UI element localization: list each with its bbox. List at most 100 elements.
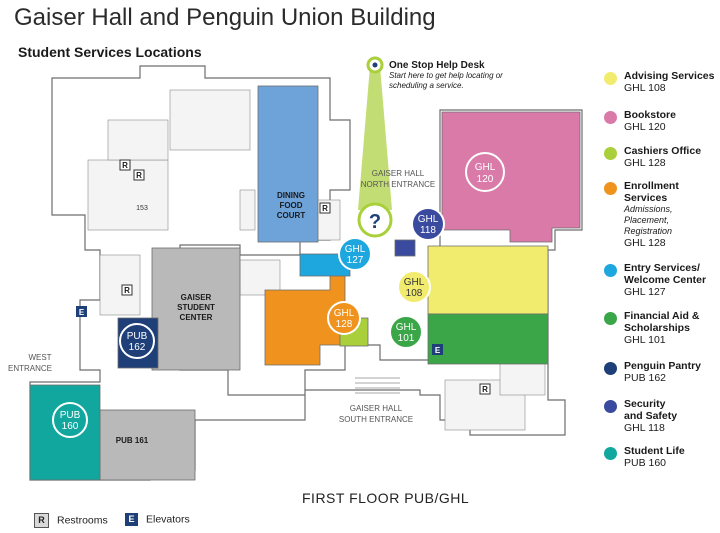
dining-food-court-area [257, 85, 319, 243]
svg-text:ENTRANCE: ENTRANCE [8, 364, 52, 373]
restroom-icon: R [34, 513, 49, 528]
services-legend: Advising Services GHL 108 Bookstore GHL … [604, 70, 720, 471]
svg-text:PUB: PUB [60, 410, 81, 421]
legend-item-code: PUB 160 [624, 457, 667, 469]
svg-text:R: R [482, 385, 488, 394]
security-area [394, 239, 416, 257]
marker-ghl128: GHL 128 [327, 301, 361, 335]
svg-text:160: 160 [62, 421, 79, 432]
legend-item-name: Financial Aid & Scholarships [624, 310, 700, 334]
svg-text:E: E [435, 346, 441, 355]
gaiser-center-label: GAISER STUDENT CENTER [177, 293, 215, 322]
svg-text:FOOD: FOOD [279, 201, 302, 210]
legend-swatch [604, 362, 617, 375]
marker-ghl108: GHL 108 [397, 270, 431, 304]
legend-item-name: Entry Services/ Welcome Center [624, 262, 707, 286]
pub161-area [99, 409, 196, 481]
svg-text:GHL: GHL [334, 308, 355, 319]
legend-item-financial: Financial Aid & Scholarships GHL 101 [604, 310, 720, 348]
svg-text:R: R [136, 171, 142, 180]
west-entrance-label: WEST ENTRANCE [8, 353, 52, 373]
svg-text:101: 101 [398, 333, 415, 344]
room-153-label: 153 [136, 205, 148, 212]
legend-item-security: Security and Safety GHL 118 [604, 398, 720, 436]
svg-text:128: 128 [336, 319, 353, 330]
svg-text:R: R [122, 161, 128, 170]
elevator-icon: E [125, 513, 138, 526]
help-desk-callout: One Stop Help Desk Start here to get hel… [389, 60, 529, 91]
help-desk-title: One Stop Help Desk [389, 60, 485, 71]
elevator-key-label: Elevators [146, 513, 190, 526]
legend-item-pantry: Penguin Pantry PUB 162 [604, 360, 720, 386]
legend-item-name: Security and Safety [624, 398, 678, 422]
stairs [355, 377, 400, 394]
help-desk-pin-dot [372, 62, 378, 68]
svg-text:127: 127 [347, 255, 364, 266]
restroom-icon: R R R R R [119, 159, 491, 395]
svg-text:DINING: DINING [277, 191, 305, 200]
help-desk-marker-label: ? [369, 211, 381, 233]
svg-text:GHL: GHL [345, 244, 366, 255]
svg-text:R: R [124, 286, 130, 295]
legend-item-bookstore: Bookstore GHL 120 [604, 109, 720, 135]
legend-item-code: GHL 120 [624, 121, 666, 133]
financial-aid-area [427, 313, 549, 365]
legend-item-entry: Entry Services/ Welcome Center GHL 127 [604, 262, 720, 300]
svg-text:SOUTH ENTRANCE: SOUTH ENTRANCE [339, 415, 413, 424]
legend-item-code: GHL 128 [624, 237, 666, 249]
north-entrance-label: GAISER HALL NORTH ENTRANCE [361, 169, 436, 189]
marker-pub160: PUB 160 [52, 402, 88, 438]
legend-item-name: Enrollment Services [624, 180, 679, 204]
legend-swatch [604, 312, 617, 325]
svg-text:NORTH ENTRANCE: NORTH ENTRANCE [361, 180, 436, 189]
legend-item-code: PUB 162 [624, 372, 667, 384]
legend-item-advising: Advising Services GHL 108 [604, 70, 720, 96]
page-subtitle: Student Services Locations [18, 44, 202, 60]
help-desk-beam [358, 66, 392, 210]
legend-item-code: GHL 127 [624, 286, 666, 298]
legend-item-name: Cashiers Office [624, 145, 702, 157]
advising-area [427, 245, 549, 315]
elevator-key: E Elevators [125, 513, 190, 526]
marker-ghl127: GHL 127 [338, 237, 372, 271]
restroom-key-label: Restrooms [57, 514, 108, 527]
svg-text:WEST: WEST [28, 353, 51, 362]
svg-text:CENTER: CENTER [180, 313, 213, 322]
legend-item-enrollment: Enrollment Services Admissions, Placemen… [604, 180, 720, 250]
svg-text:GAISER: GAISER [181, 293, 212, 302]
legend-item-student-life: Student Life PUB 160 [604, 445, 720, 471]
legend-item-name: Bookstore [624, 109, 676, 121]
restroom-key: R Restrooms [34, 513, 108, 528]
svg-text:120: 120 [477, 174, 494, 185]
legend-item-sub: Admissions, Placement, Registration [624, 204, 673, 236]
svg-text:COURT: COURT [277, 211, 306, 220]
help-desk-description: Start here to get help locating or sched… [389, 71, 503, 90]
legend-swatch [604, 447, 617, 460]
legend-item-cashiers: Cashiers Office GHL 128 [604, 145, 720, 171]
svg-text:GAISER HALL: GAISER HALL [350, 404, 403, 413]
legend-swatch [604, 72, 617, 85]
legend-item-code: GHL 108 [624, 82, 666, 94]
marker-ghl101: GHL 101 [389, 315, 423, 349]
floor-label: FIRST FLOOR PUB/GHL [302, 490, 470, 506]
marker-ghl120: GHL 120 [465, 152, 505, 192]
marker-pub162: PUB 162 [119, 323, 155, 359]
legend-item-name: Penguin Pantry [624, 360, 702, 372]
pub161-label: PUB 161 [116, 436, 149, 445]
svg-text:GHL: GHL [404, 277, 425, 288]
svg-text:STUDENT: STUDENT [177, 303, 215, 312]
legend-swatch [604, 400, 617, 413]
south-entrance-label: GAISER HALL SOUTH ENTRANCE [339, 404, 413, 424]
legend-swatch [604, 182, 617, 195]
legend-item-code: GHL 128 [624, 157, 666, 169]
svg-text:162: 162 [129, 342, 146, 353]
svg-text:GHL: GHL [418, 214, 439, 225]
dining-label: DINING FOOD COURT [277, 191, 306, 220]
help-desk-marker [357, 202, 393, 238]
svg-text:GHL: GHL [475, 162, 496, 173]
gaiser-student-center-area [151, 247, 241, 371]
legend-swatch [604, 264, 617, 277]
elevator-icon: E E [76, 306, 443, 355]
svg-text:108: 108 [406, 288, 423, 299]
svg-text:GAISER HALL: GAISER HALL [372, 169, 425, 178]
